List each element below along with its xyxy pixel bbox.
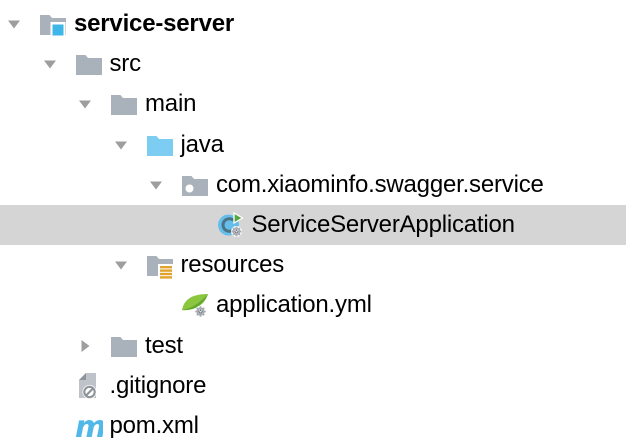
folder-icon xyxy=(75,50,103,78)
chevron-spacer xyxy=(184,217,217,233)
tree-item-label[interactable]: resources xyxy=(180,251,285,279)
tree-item-label[interactable]: ServiceServerApplication xyxy=(251,211,516,239)
maven-icon xyxy=(75,412,103,440)
package-icon xyxy=(181,171,209,199)
project-folder-icon xyxy=(39,10,67,38)
chevron-down-icon[interactable] xyxy=(42,56,75,72)
tree-item-label[interactable]: java xyxy=(180,130,224,158)
tree-row-4[interactable]: com.xiaominfo.swagger.service xyxy=(0,165,626,205)
chevron-spacer xyxy=(42,418,75,434)
tree-item-label[interactable]: main xyxy=(145,90,197,118)
tree-row-6[interactable]: resources xyxy=(0,245,626,285)
tree-row-2[interactable]: main xyxy=(0,84,626,124)
chevron-down-icon[interactable] xyxy=(6,16,39,32)
springboot-class-icon xyxy=(217,211,245,239)
tree-row-7[interactable]: application.yml xyxy=(0,285,626,325)
sources-folder-icon xyxy=(146,131,174,159)
folder-icon xyxy=(110,90,138,118)
ignored-file-icon xyxy=(75,372,103,400)
folder-icon xyxy=(110,332,138,360)
tree-item-label[interactable]: pom.xml xyxy=(109,411,199,439)
tree-item-label[interactable]: application.yml xyxy=(216,291,372,319)
tree-row-3[interactable]: java xyxy=(0,125,626,165)
tree-row-10[interactable]: pom.xml xyxy=(0,406,626,446)
tree-row-5[interactable]: ServiceServerApplication xyxy=(0,204,626,246)
resources-folder-icon xyxy=(146,251,174,279)
chevron-spacer xyxy=(148,297,181,313)
tree-item-label[interactable]: .gitignore xyxy=(109,371,207,399)
chevron-right-icon[interactable] xyxy=(77,338,110,354)
tree-row-0[interactable]: service-server xyxy=(0,4,626,44)
chevron-down-icon[interactable] xyxy=(148,177,181,193)
chevron-down-icon[interactable] xyxy=(113,257,146,273)
tree-row-1[interactable]: src xyxy=(0,44,626,84)
tree-item-label[interactable]: com.xiaominfo.swagger.service xyxy=(216,170,544,198)
tree-item-label[interactable]: src xyxy=(109,50,142,78)
tree-row-9[interactable]: .gitignore xyxy=(0,366,626,406)
tree-row-8[interactable]: test xyxy=(0,326,626,366)
chevron-down-icon[interactable] xyxy=(77,96,110,112)
chevron-spacer xyxy=(42,378,75,394)
tree-item-label[interactable]: test xyxy=(145,331,183,359)
tree-item-label[interactable]: service-server xyxy=(74,10,235,38)
chevron-down-icon[interactable] xyxy=(113,137,146,153)
spring-config-icon xyxy=(181,291,209,319)
